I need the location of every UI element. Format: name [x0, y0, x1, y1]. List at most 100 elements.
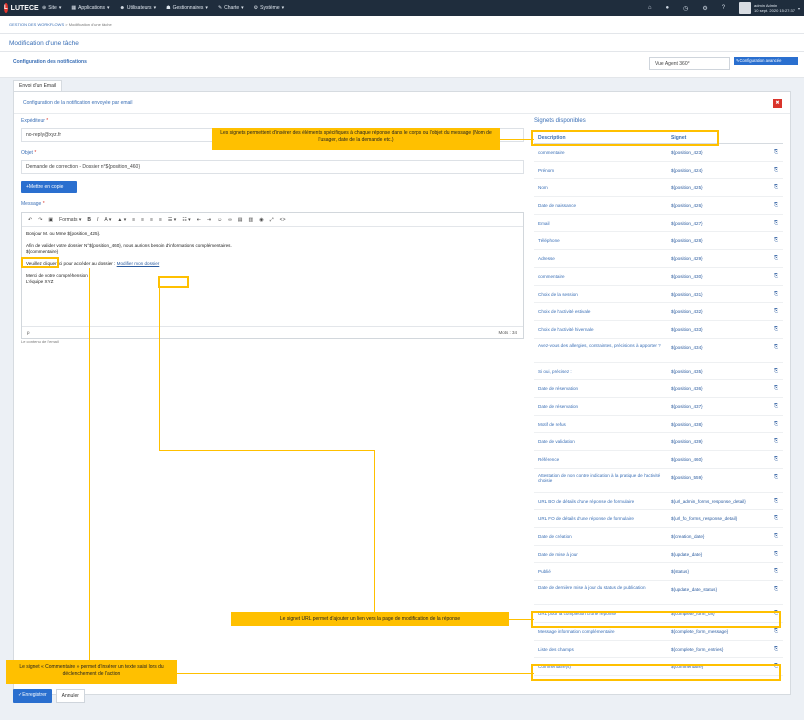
agent-view-select[interactable]: Vue Agent 360°	[649, 57, 730, 70]
copy-icon[interactable]: ⎘	[773, 515, 778, 522]
signet-row: Référence${position_460}⎘	[534, 451, 783, 469]
copy-icon[interactable]: ⎘	[773, 219, 778, 226]
copy-icon[interactable]: ⎘	[773, 290, 778, 297]
menu-systeme[interactable]: ⚙Système▾	[253, 5, 285, 11]
formats-dropdown[interactable]: Formats ▾	[59, 216, 82, 223]
copy-icon[interactable]: ⎘	[773, 533, 778, 540]
media-icon[interactable]: ▥	[248, 216, 254, 223]
highlight-icon[interactable]: ▲ ▾	[117, 216, 127, 223]
emoji-icon[interactable]: ☺	[217, 216, 223, 223]
email-config-panel: Configuration de la notification envoyée…	[13, 91, 791, 695]
copy-icon[interactable]: ⎘	[773, 663, 778, 670]
brand-logo[interactable]: L LUTECE	[0, 0, 40, 16]
align-left-icon[interactable]: ≡	[132, 216, 136, 223]
user-menu[interactable]: admin Admin 10 sept. 2020 15:27:37 ▾	[739, 2, 800, 14]
fullscreen-icon[interactable]: ⤢	[269, 216, 274, 223]
callout-url: Le signet URL permet d'ajouter un lien v…	[231, 612, 509, 626]
menu-gestionnaires[interactable]: ☗Gestionnaires▾	[166, 5, 208, 11]
signet-description: Avez-vous des allergies, contraintes, pr…	[538, 342, 661, 348]
undo-icon[interactable]: ↶	[28, 216, 33, 223]
signet-code: ${position_424}	[671, 167, 703, 173]
signet-description: commentaire	[538, 150, 565, 155]
tab-email[interactable]: Envoi d'un Email	[13, 80, 63, 91]
advanced-config-button[interactable]: ✎Configuration avancée	[734, 57, 798, 65]
bold-icon[interactable]: B	[87, 216, 92, 223]
copy-icon[interactable]: ⎘	[773, 385, 778, 392]
subject-input[interactable]: Demande de correction - Dossier n°${posi…	[21, 160, 524, 174]
modify-dossier-link[interactable]: Modifier mon dossier	[116, 261, 160, 266]
settings-icon[interactable]: ⚙	[702, 5, 708, 12]
align-center-icon[interactable]: ≡	[141, 216, 145, 223]
copy-icon[interactable]: ⎘	[773, 367, 778, 374]
body-line-link: Veuillez cliquer ici pour accéder au dos…	[26, 261, 160, 266]
copy-icon[interactable]: ⎘	[773, 568, 778, 575]
menu-charte[interactable]: ✎Charte▾	[217, 5, 244, 11]
copy-icon[interactable]: ⎘	[773, 308, 778, 315]
signet-code: ${position_423}	[671, 150, 703, 155]
bell-icon[interactable]: ●	[665, 5, 670, 11]
copy-icon[interactable]: ⎘	[773, 166, 778, 173]
copy-icon[interactable]: ⎘	[773, 184, 778, 191]
copy-icon[interactable]: ⎘	[773, 402, 778, 409]
home-icon[interactable]: ⌂	[647, 5, 652, 11]
copy-icon[interactable]: ⎘	[773, 627, 778, 634]
message-editor[interactable]: ↶ ↷ ▣ Formats ▾ B I A ▾ ▲ ▾ ≡ ≡ ≡ ≡ ☰ ▾ …	[21, 212, 524, 339]
clock-icon[interactable]: ◷	[683, 5, 689, 12]
image-icon[interactable]: ▤	[237, 216, 243, 223]
justify-icon[interactable]: ≡	[159, 216, 162, 223]
copy-icon[interactable]: ⎘	[773, 325, 778, 332]
italic-icon[interactable]: I	[97, 216, 99, 223]
menu-utilisateurs[interactable]: ☻Utilisateurs▾	[119, 5, 157, 11]
bullet-list-icon[interactable]: ☰ ▾	[167, 216, 177, 223]
signet-row: commentaire${position_430}⎘	[534, 268, 783, 286]
breadcrumb-workflows[interactable]: GESTION DES WORKFLOWS	[9, 22, 65, 27]
align-right-icon[interactable]: ≡	[150, 216, 153, 223]
callout-signets: Les signets permettent d'insérer des élé…	[212, 128, 500, 150]
text-color-icon[interactable]: A ▾	[104, 216, 112, 223]
copy-icon[interactable]: ⎘	[773, 343, 778, 350]
copy-icon[interactable]: ⎘	[773, 586, 778, 593]
indent-icon[interactable]: ⇥	[206, 216, 212, 223]
copy-icon[interactable]: ⎘	[773, 420, 778, 427]
copy-icon[interactable]: ⎘	[773, 149, 778, 155]
copy-icon[interactable]: ⎘	[773, 255, 778, 262]
cancel-button[interactable]: Annuler	[55, 689, 85, 703]
copy-icon[interactable]: ⎘	[773, 473, 778, 480]
signet-description: Choix de l'activité hivernale	[538, 326, 594, 332]
menu-applications[interactable]: ▦Applications▾	[71, 5, 110, 11]
signet-description: Date de validation	[538, 439, 575, 445]
copy-icon[interactable]: ⎘	[773, 645, 778, 652]
numbered-list-icon[interactable]: ☷ ▾	[182, 216, 191, 223]
tab-bar: Envoi d'un Email	[13, 80, 63, 91]
signet-row: Commentaire(s)${commentaire}⎘	[534, 658, 783, 676]
signet-row: Prénom${position_424}⎘	[534, 162, 783, 180]
add-cc-button[interactable]: +Mettre en copie	[21, 181, 77, 193]
paste-icon[interactable]: ▣	[48, 216, 54, 223]
copy-icon[interactable]: ⎘	[773, 610, 778, 617]
save-button[interactable]: ✓Enregistrer	[13, 689, 52, 703]
copy-icon[interactable]: ⎘	[773, 272, 778, 279]
signet-description: Téléphone	[538, 238, 560, 244]
link-icon[interactable]: ∞	[228, 216, 232, 223]
copy-icon[interactable]: ⎘	[773, 202, 778, 209]
copy-icon[interactable]: ⎘	[773, 497, 778, 504]
code-icon[interactable]: <>	[279, 216, 286, 223]
help-icon[interactable]: ?	[721, 5, 726, 11]
copy-icon[interactable]: ⎘	[773, 456, 778, 462]
copy-icon[interactable]: ⎘	[773, 550, 778, 557]
redo-icon[interactable]: ↷	[38, 216, 43, 223]
col-signet: Signet	[671, 135, 687, 141]
signet-description: Date de dernière mise à jour du status d…	[538, 585, 646, 591]
copy-icon[interactable]: ⎘	[773, 237, 778, 244]
copy-icon[interactable]: ⎘	[773, 438, 778, 445]
highlight-url-row	[531, 611, 781, 628]
outdent-icon[interactable]: ⇤	[196, 216, 201, 223]
breadcrumb: GESTION DES WORKFLOWS > Modification d'u…	[9, 22, 112, 27]
editor-content[interactable]: Bonjour M. ou Mme ${position_425}. Afin …	[22, 227, 523, 289]
trash-icon[interactable]: ✖	[773, 99, 782, 108]
preview-icon[interactable]: ◉	[259, 216, 264, 223]
signet-code: ${position_431}	[671, 291, 703, 297]
menu-site[interactable]: ⊕Site▾	[42, 5, 62, 11]
signet-code: ${commentaire}	[671, 664, 704, 670]
signet-description: Date de mise à jour	[538, 551, 578, 557]
